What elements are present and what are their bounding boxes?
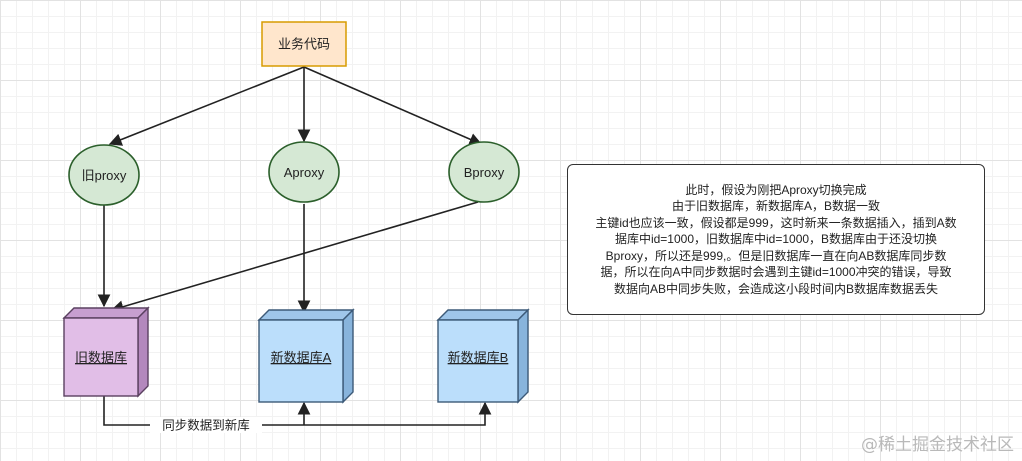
note-line: 主键id也应该一致，假设都是999，这时新来一条数据插入，插到A数 xyxy=(595,215,957,230)
old-proxy-node[interactable]: 旧proxy xyxy=(68,144,140,206)
note-line: Bproxy，所以还是999,。但是旧数据库一直在向AB数据库同步数 xyxy=(605,248,947,263)
old-db-node[interactable]: 旧数据库 xyxy=(62,306,150,398)
note-line: 据库中id=1000，旧数据库中id=1000，B数据库由于还没切换 xyxy=(614,232,938,247)
business-code-node[interactable]: 业务代码 xyxy=(261,21,347,67)
note-line: 据，所以在向A中同步数据时会遇到主键id=1000冲突的错误，导致 xyxy=(600,265,952,280)
sync-label: 同步数据到新库 xyxy=(162,418,250,433)
a-proxy-node[interactable]: Aproxy xyxy=(268,141,340,203)
old-db-label: 旧数据库 xyxy=(75,350,127,365)
business-code-label: 业务代码 xyxy=(278,37,330,52)
edge-code-to-b-proxy xyxy=(303,66,483,146)
note-line: 由于旧数据库，新数据库A，B数据一致 xyxy=(671,199,880,214)
old-proxy-label: 旧proxy xyxy=(82,168,127,183)
explanation-note: 此时，假设为刚把Aproxy切换完成 由于旧数据库，新数据库A，B数据一致 主键… xyxy=(567,164,985,315)
note-line: 此时，假设为刚把Aproxy切换完成 xyxy=(685,182,867,197)
edge-b-proxy-to-old-db xyxy=(110,201,479,313)
a-proxy-label: Aproxy xyxy=(284,165,325,180)
new-db-b-node[interactable]: 新数据库B xyxy=(436,308,530,404)
watermark: @稀土掘金技术社区 xyxy=(861,435,1014,455)
b-proxy-node[interactable]: Bproxy xyxy=(448,141,520,203)
explanation-text: 此时，假设为刚把Aproxy切换完成 由于旧数据库，新数据库A，B数据一致 主键… xyxy=(595,182,956,298)
edge-code-to-old-proxy xyxy=(108,66,305,146)
new-db-a-label: 新数据库A xyxy=(271,350,332,365)
new-db-b-label: 新数据库B xyxy=(448,350,509,365)
b-proxy-label: Bproxy xyxy=(464,165,505,180)
new-db-a-node[interactable]: 新数据库A xyxy=(257,308,355,404)
note-line: 数据向AB中同步失败，会造成这小段时间内B数据库数据丢失 xyxy=(613,281,938,296)
edge-sync: 同步数据到新库 xyxy=(103,396,492,433)
